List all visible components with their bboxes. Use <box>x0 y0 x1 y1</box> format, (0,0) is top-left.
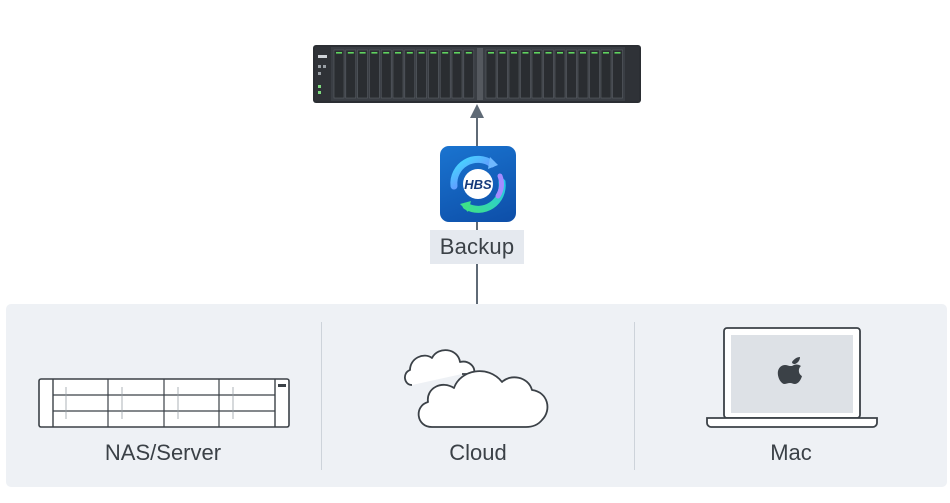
drive-led <box>499 52 506 54</box>
drive-bay <box>508 49 520 99</box>
drive-bay <box>497 49 508 99</box>
drive-bay <box>543 49 554 99</box>
drive-led <box>465 52 472 54</box>
drive-bay <box>554 49 566 99</box>
drive-bay <box>612 49 623 99</box>
drive-led <box>614 52 621 54</box>
drive-led <box>430 52 437 54</box>
drive-bay <box>577 49 589 99</box>
drive-led <box>336 52 342 54</box>
source-label-nas: NAS/Server <box>104 440 222 465</box>
drive-bay <box>404 49 416 99</box>
drive-bay <box>345 49 357 99</box>
nas-server-icon <box>38 378 290 433</box>
drive-led <box>359 52 366 54</box>
hbs-app-icon: HBS <box>440 146 516 222</box>
drive-bay <box>357 49 368 99</box>
drive-led <box>454 52 460 54</box>
drive-led <box>418 52 425 54</box>
drive-bay <box>428 49 439 99</box>
source-label-mac: Mac <box>770 440 812 465</box>
drive-bay <box>463 49 475 99</box>
drive-led <box>442 52 449 54</box>
drive-led <box>488 52 494 54</box>
drive-bay <box>369 49 380 99</box>
drive-bay <box>333 49 345 99</box>
hbs-badge-text: HBS <box>464 177 492 192</box>
drive-led <box>522 52 529 54</box>
drive-bay <box>392 49 404 99</box>
drive-led <box>591 52 598 54</box>
source-label-cloud: Cloud <box>449 440 507 465</box>
drive-led <box>580 52 586 54</box>
drive-led <box>545 52 552 54</box>
sources-panel: NAS/Server Cloud Mac <box>6 304 947 487</box>
drive-bay <box>416 49 427 99</box>
drive-led <box>603 52 609 54</box>
mac-laptop-icon <box>706 326 878 433</box>
drive-led <box>347 52 354 54</box>
drive-bay <box>531 49 543 99</box>
drive-bay <box>439 49 451 99</box>
panel-divider <box>321 322 322 470</box>
drive-bay <box>380 49 392 99</box>
drive-led <box>511 52 517 54</box>
drive-led <box>371 52 378 54</box>
drive-led <box>383 52 390 54</box>
drive-bay <box>451 49 463 99</box>
panel-divider <box>634 322 635 470</box>
drive-led <box>406 52 413 54</box>
drive-bay <box>520 49 531 99</box>
backup-label-box: Backup <box>430 230 524 264</box>
cloud-icon <box>402 340 552 437</box>
backup-label: Backup <box>439 234 515 259</box>
drive-led <box>534 52 540 54</box>
rack-nas-icon <box>313 45 641 108</box>
drive-bay <box>589 49 600 99</box>
arrow-up-icon <box>470 104 484 118</box>
drive-bay <box>485 49 497 99</box>
drive-led <box>557 52 563 54</box>
drive-bay <box>600 49 612 99</box>
drive-led <box>395 52 401 54</box>
drive-bay <box>566 49 577 99</box>
drive-led <box>568 52 575 54</box>
